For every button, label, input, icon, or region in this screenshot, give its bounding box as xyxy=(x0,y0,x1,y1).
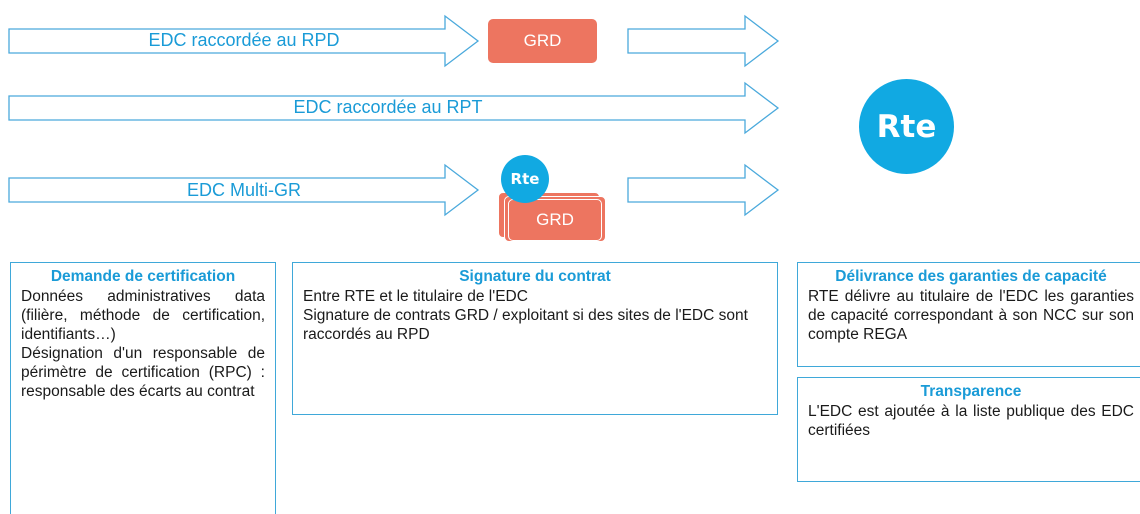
panel-text: RTE délivre au titulaire de l'EDC les ga… xyxy=(808,288,1134,343)
panel-demande-certification: Demande de certification Données adminis… xyxy=(10,262,276,514)
panel-text: L'EDC est ajoutée à la liste publique de… xyxy=(808,403,1134,439)
arrow-multigr-right xyxy=(627,163,780,217)
flow-label-rpd: EDC raccordée au RPD xyxy=(148,30,340,50)
grd-box: GRD xyxy=(488,19,597,63)
arrow-rpd-left xyxy=(8,14,480,68)
flow-label-multigr: EDC Multi-GR xyxy=(186,180,302,200)
panel-text: Données administratives data (filière, m… xyxy=(21,288,265,343)
flow-label-rpt: EDC raccordée au RPT xyxy=(293,97,483,117)
arrow-multigr-left xyxy=(8,163,480,217)
grd-stack-front: GRD xyxy=(508,199,602,241)
panel-text: Signature de contrats GRD / exploitant s… xyxy=(303,307,748,343)
arrow-rpt xyxy=(8,81,780,135)
panel-transparence: Transparence L'EDC est ajoutée à la list… xyxy=(797,377,1140,482)
panel-text: Désignation d'un responsable de périmètr… xyxy=(21,345,265,400)
rte-logo-small: Rte xyxy=(501,155,549,203)
panel-delivrance-garanties: Délivrance des garanties de capacité RTE… xyxy=(797,262,1140,367)
panel-signature-contrat: Signature du contrat Entre RTE et le tit… xyxy=(292,262,778,415)
panel-text: Entre RTE et le titulaire de l'EDC xyxy=(303,288,528,305)
grd-label: GRD xyxy=(523,31,562,50)
panel-title: Transparence xyxy=(920,383,1022,400)
panel-title: Délivrance des garanties de capacité xyxy=(835,268,1107,285)
panel-title: Signature du contrat xyxy=(459,268,611,285)
grd-stack-label: GRD xyxy=(536,210,574,229)
panel-title: Demande de certification xyxy=(50,268,236,285)
arrow-rpd-right xyxy=(627,14,780,68)
rte-logo: Rte xyxy=(859,79,954,174)
